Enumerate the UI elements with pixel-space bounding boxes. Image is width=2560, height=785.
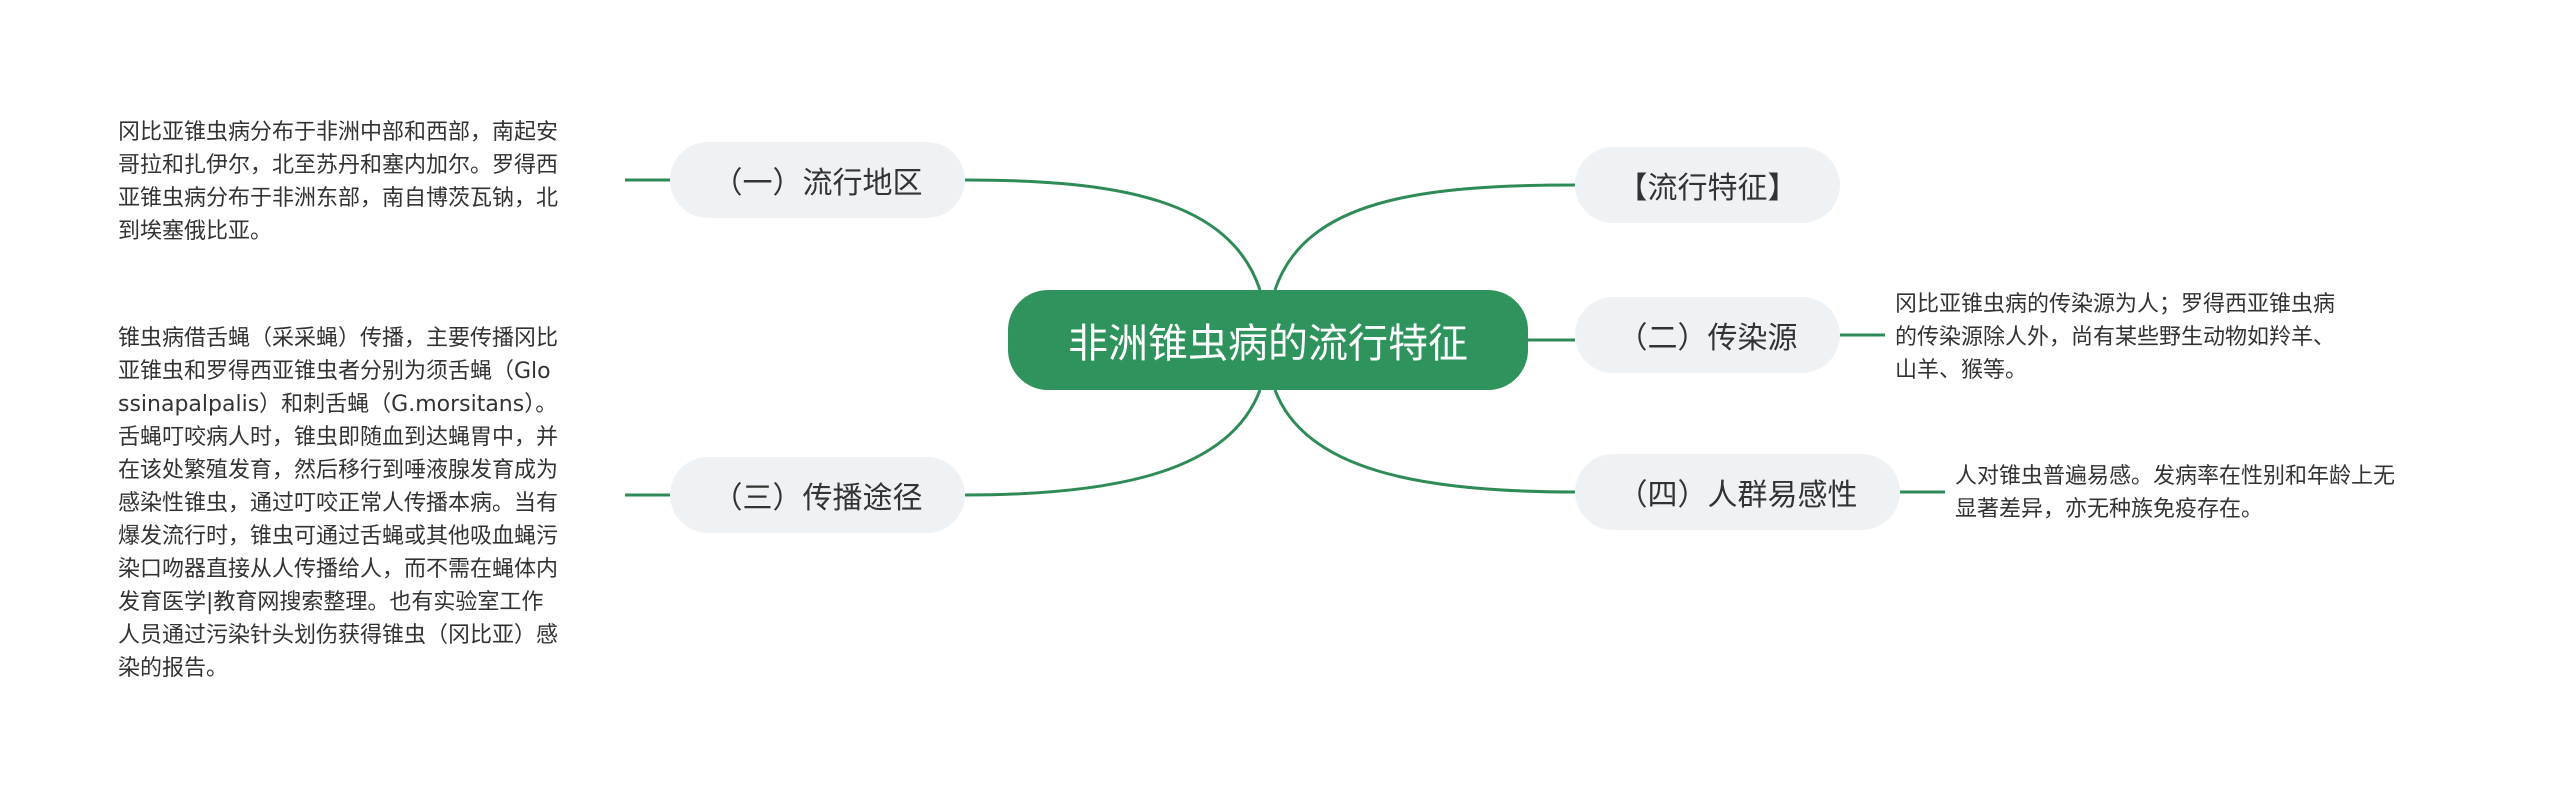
note-source: 冈比亚锥虫病的传染源为人；罗得西亚锥虫病 的传染源除人外，尚有某些野生动物如羚羊… bbox=[1895, 292, 2336, 383]
connector-central-to-region bbox=[964, 178, 1262, 291]
topic-susceptibility[interactable]: （四）人群易感性 bbox=[1575, 454, 1900, 530]
topic-source[interactable]: （二）传染源 bbox=[1575, 297, 1840, 373]
note-region: 冈比亚锥虫病分布于非洲中部和西部，南起安 哥拉和扎伊尔，北至苏丹和塞内加尔。罗得… bbox=[118, 120, 559, 244]
connector-central-to-susceptibility bbox=[1273, 389, 1576, 494]
central-topic[interactable]: 非洲锥虫病的流行特征 bbox=[1008, 290, 1528, 390]
topic-region[interactable]: （一）流行地区 bbox=[670, 142, 965, 218]
topic-route[interactable]: （三）传播途径 bbox=[670, 457, 965, 533]
connector-central-to-features bbox=[1273, 183, 1576, 291]
connector-central-to-route bbox=[964, 389, 1262, 497]
note-route: 锥虫病借舌蝇（采采蝇）传播，主要传播冈比 亚锥虫和罗得西亚锥虫者分别为须舌蝇（G… bbox=[118, 326, 559, 681]
topic-features[interactable]: 【流行特征】 bbox=[1575, 147, 1840, 223]
note-susceptibility: 人对锥虫普遍易感。发病率在性别和年龄上无 显著差异，亦无种族免疫存在。 bbox=[1955, 464, 2396, 522]
